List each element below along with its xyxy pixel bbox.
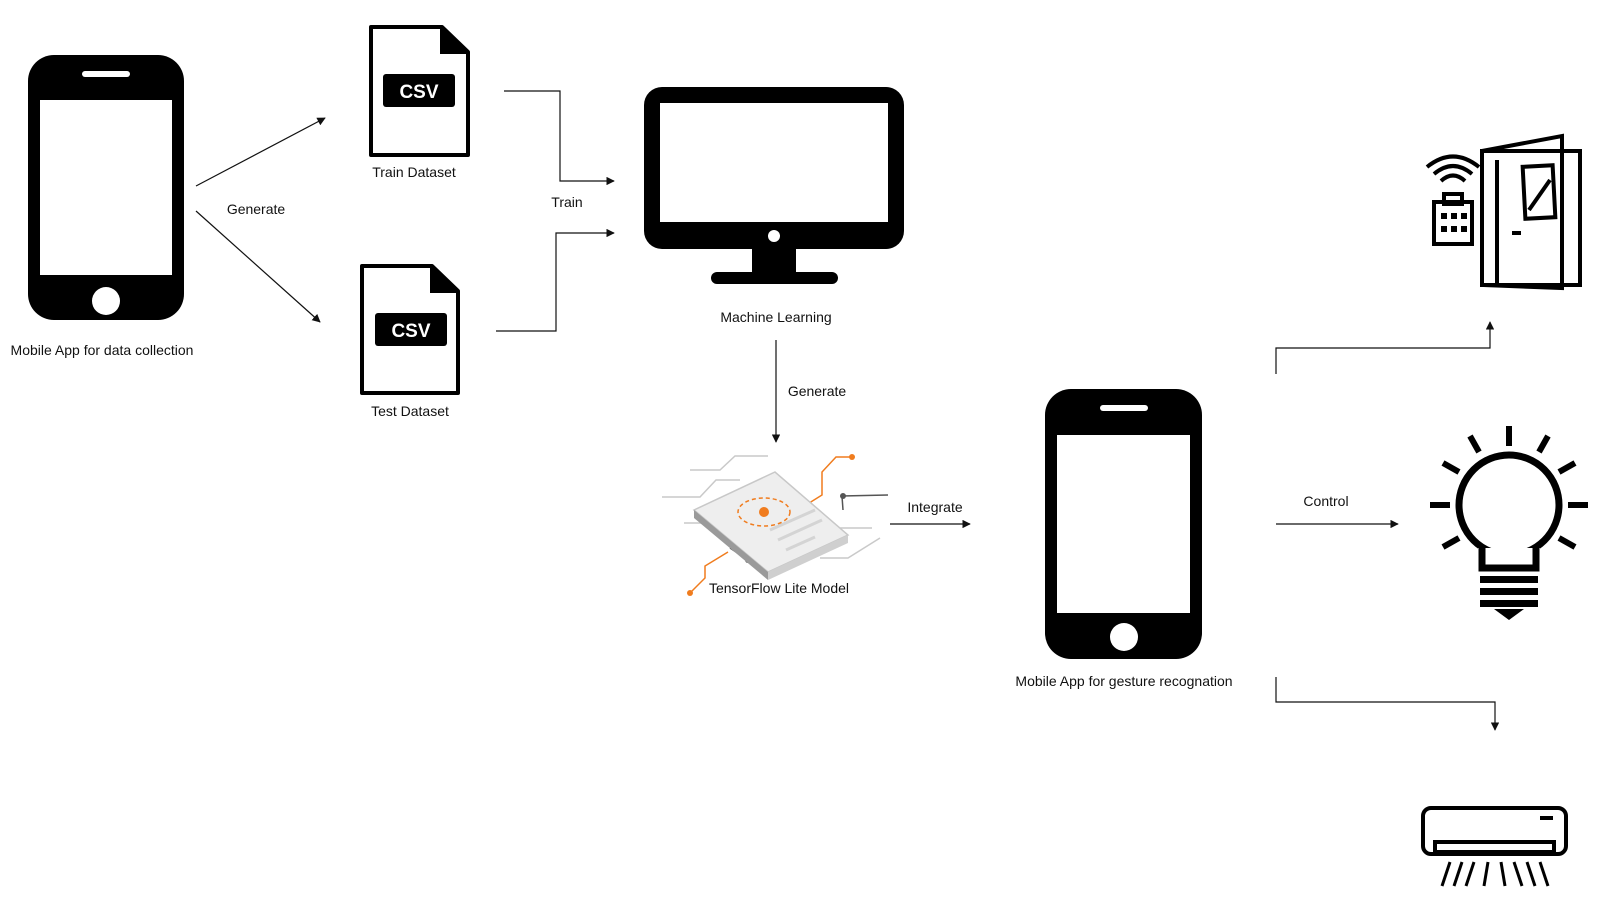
light-bulb-icon — [1430, 426, 1588, 620]
edge-label-train: Train — [551, 194, 582, 210]
ml-label: Machine Learning — [720, 309, 831, 325]
arrow-control-door — [1275, 321, 1495, 374]
csv-badge-test: CSV — [391, 321, 430, 342]
csv-badge-train: CSV — [399, 82, 438, 103]
phone-collect-label: Mobile App for data collection — [11, 342, 194, 358]
phone-icon — [1045, 389, 1202, 659]
smart-door-icon — [1425, 133, 1582, 291]
edge-label-generate: Generate — [227, 201, 286, 217]
arrow-train-from-test — [496, 228, 615, 332]
arrow-control-ac — [1275, 677, 1500, 731]
air-conditioner-icon — [1421, 806, 1568, 887]
tflite-illustration — [662, 454, 889, 596]
edge-label-control: Control — [1303, 493, 1348, 509]
test-dataset-label: Test Dataset — [371, 403, 449, 419]
train-dataset-label: Train Dataset — [372, 164, 456, 180]
arrow-train-from-train — [504, 90, 615, 186]
edge-label-generate-model: Generate — [788, 383, 847, 399]
arrow-generate-test — [195, 210, 321, 323]
csv-file-icon: CSV — [360, 264, 460, 395]
tflite-label: TensorFlow Lite Model — [709, 580, 849, 596]
edge-label-integrate: Integrate — [907, 499, 962, 515]
monitor-icon — [644, 87, 904, 284]
phone-icon — [28, 55, 184, 320]
csv-file-icon: CSV — [369, 25, 470, 157]
phone-gesture-label: Mobile App for gesture recognation — [1015, 673, 1232, 689]
arrow-generate-train — [195, 117, 326, 187]
